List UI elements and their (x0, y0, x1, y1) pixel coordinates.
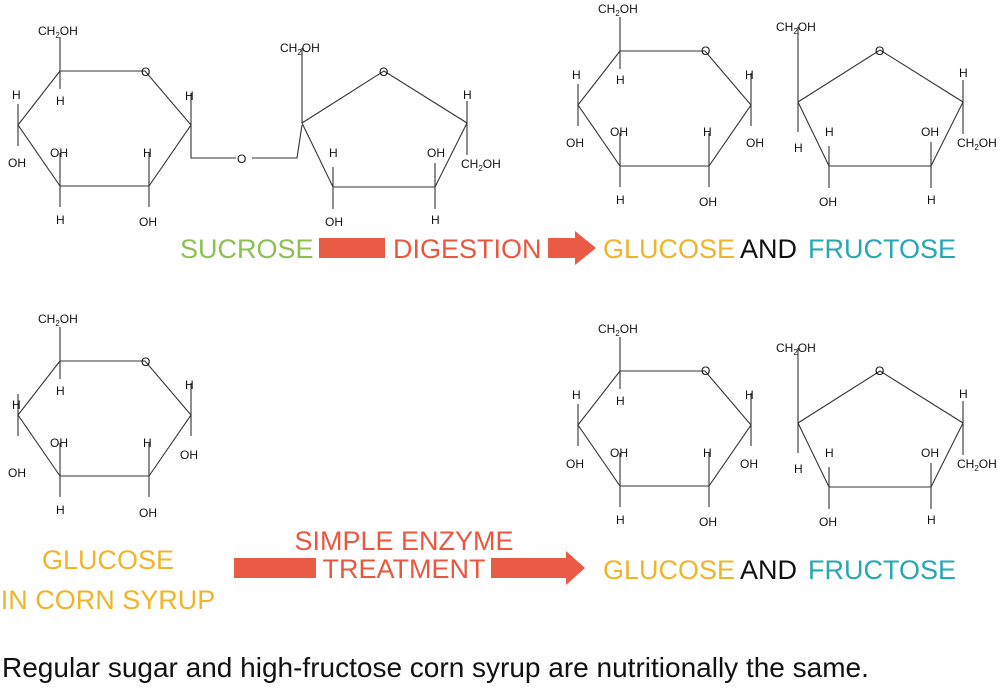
svg-text:OH: OH (819, 195, 837, 209)
glucose-molecule-corn-syrup: CH2OH O H H OH H OH OH H H OH (8, 312, 198, 520)
svg-text:CH2OH: CH2OH (957, 457, 997, 473)
svg-text:H: H (572, 68, 581, 82)
enzyme-arrow-tail (234, 558, 316, 578)
svg-text:OH: OH (50, 146, 68, 160)
digestion-arrow-tail (319, 238, 385, 258)
svg-text:CH2OH: CH2OH (957, 136, 997, 152)
svg-text:O: O (701, 44, 710, 58)
svg-text:H: H (431, 213, 440, 227)
svg-text:H: H (745, 68, 754, 82)
and-label-top: AND (740, 234, 797, 264)
glucose-molecule-top: CH2OH O H H OH H OH OH H H OH (566, 2, 764, 209)
svg-text:H: H (185, 378, 194, 392)
svg-text:CH2OH: CH2OH (776, 20, 816, 36)
svg-text:O: O (141, 65, 150, 79)
svg-text:H: H (703, 125, 712, 139)
svg-text:OH: OH (50, 436, 68, 450)
enzyme-arrow-head (491, 551, 585, 585)
svg-text:O: O (875, 44, 884, 58)
and-label-bottom: AND (740, 555, 797, 585)
svg-text:H: H (959, 66, 968, 80)
svg-text:OH: OH (139, 215, 157, 229)
svg-text:H: H (12, 398, 21, 412)
svg-text:CH2OH: CH2OH (38, 312, 78, 328)
svg-text:H: H (56, 213, 65, 227)
svg-text:O: O (141, 355, 150, 369)
svg-text:H: H (185, 89, 194, 103)
enzyme-label-line1: SIMPLE ENZYME (294, 526, 513, 556)
row2-label: GLUCOSE IN CORN SYRUP SIMPLE ENZYME TREA… (1, 526, 956, 615)
svg-text:OH: OH (427, 146, 445, 160)
svg-text:H: H (745, 388, 754, 402)
svg-text:H: H (329, 146, 338, 160)
svg-text:OH: OH (325, 215, 343, 229)
fructose-molecule-bottom: CH2OH O H CH2OH H H OH OH H (776, 341, 997, 529)
svg-text:H: H (794, 141, 803, 155)
svg-text:H: H (12, 88, 21, 102)
glucose-label-top: GLUCOSE (603, 234, 735, 264)
svg-text:CH2OH: CH2OH (598, 2, 638, 18)
svg-text:H: H (927, 193, 936, 207)
svg-text:H: H (56, 94, 65, 108)
svg-text:OH: OH (8, 466, 26, 480)
svg-text:OH: OH (566, 136, 584, 150)
svg-text:H: H (56, 384, 65, 398)
svg-text:CH2OH: CH2OH (280, 41, 320, 57)
svg-text:CH2OH: CH2OH (598, 322, 638, 338)
svg-text:OH: OH (699, 515, 717, 529)
svg-text:H: H (825, 446, 834, 460)
svg-text:H: H (616, 193, 625, 207)
svg-text:H: H (959, 387, 968, 401)
fructose-label-top: FRUCTOSE (808, 234, 956, 264)
fructose-label-bottom: FRUCTOSE (808, 555, 956, 585)
svg-text:CH2OH: CH2OH (461, 157, 501, 173)
svg-text:H: H (927, 513, 936, 527)
glucose-corn-syrup-line2: IN CORN SYRUP (1, 585, 216, 615)
fructose-molecule-top: CH2OH O H CH2OH H H OH OH H (776, 20, 997, 209)
svg-text:H: H (143, 146, 152, 160)
glucose-label-bottom: GLUCOSE (603, 555, 735, 585)
digestion-arrow-head (548, 231, 596, 265)
svg-text:H: H (463, 88, 472, 102)
svg-text:H: H (56, 503, 65, 517)
svg-text:OH: OH (180, 448, 198, 462)
row1-label: SUCROSE DIGESTION GLUCOSE AND FRUCTOSE (180, 231, 956, 265)
svg-text:OH: OH (566, 457, 584, 471)
svg-text:OH: OH (819, 515, 837, 529)
sucrose-label: SUCROSE (180, 234, 314, 264)
svg-text:OH: OH (921, 446, 939, 460)
svg-text:OH: OH (746, 136, 764, 150)
caption: Regular sugar and high-fructose corn syr… (2, 652, 869, 683)
svg-text:H: H (794, 462, 803, 476)
svg-text:H: H (143, 436, 152, 450)
svg-text:O: O (237, 152, 246, 166)
svg-text:OH: OH (699, 195, 717, 209)
svg-text:OH: OH (8, 156, 26, 170)
svg-text:OH: OH (921, 125, 939, 139)
svg-text:H: H (616, 513, 625, 527)
svg-text:CH2OH: CH2OH (776, 341, 816, 357)
svg-text:OH: OH (139, 506, 157, 520)
digestion-label: DIGESTION (393, 234, 542, 264)
svg-text:CH2OH: CH2OH (38, 24, 78, 40)
svg-text:H: H (616, 73, 625, 87)
svg-text:H: H (825, 125, 834, 139)
svg-text:O: O (875, 364, 884, 378)
svg-text:H: H (703, 446, 712, 460)
svg-text:H: H (572, 388, 581, 402)
svg-text:H: H (616, 394, 625, 408)
svg-text:O: O (379, 65, 388, 79)
enzyme-label-line2: TREATMENT (323, 554, 486, 584)
svg-text:O: O (701, 364, 710, 378)
svg-text:OH: OH (740, 457, 758, 471)
svg-text:OH: OH (610, 446, 628, 460)
glucose-corn-syrup-line1: GLUCOSE (42, 545, 174, 575)
sucrose-molecule: CH2OH O H H H OH OH H H OH O CH2OH O H C… (8, 24, 501, 229)
glucose-molecule-bottom: CH2OH O H H OH H OH OH H H OH (566, 322, 758, 529)
svg-text:OH: OH (610, 125, 628, 139)
